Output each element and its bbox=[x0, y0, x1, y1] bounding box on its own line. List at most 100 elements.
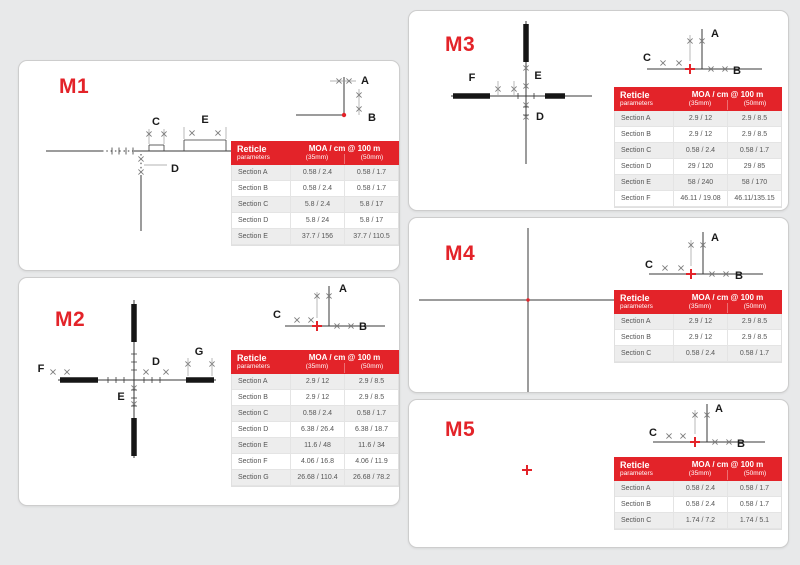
table-row: Section B 2.9 / 12 2.9 / 8.5 bbox=[232, 389, 398, 406]
table-row: Section B 2.9 / 12 2.9 / 8.5 bbox=[615, 329, 781, 346]
header-moa-label: MOA / cm @ 100 m bbox=[691, 460, 764, 469]
m4-letter-b: B bbox=[735, 270, 743, 282]
value-50mm: 2.9 / 8.5 bbox=[727, 329, 781, 345]
value-35mm: 2.9 / 12 bbox=[673, 313, 727, 329]
section-name: Section C bbox=[238, 200, 269, 208]
section-name: Section F bbox=[238, 457, 268, 465]
value-50mm: 4.06 / 11.9 bbox=[344, 453, 398, 469]
m3-letter-b: B bbox=[733, 65, 741, 77]
value-50mm: 11.6 / 34 bbox=[344, 437, 398, 453]
value-35mm: 2.9 / 12 bbox=[290, 389, 344, 405]
value-35mm: 0.58 / 2.4 bbox=[290, 405, 344, 421]
section-name: Section B bbox=[238, 184, 268, 192]
m2-letter-b: B bbox=[359, 321, 367, 333]
m3-letter-f: F bbox=[469, 72, 476, 84]
section-name: Section B bbox=[621, 130, 651, 138]
value-50mm: 0.58 / 1.7 bbox=[727, 345, 781, 361]
section-name: Section D bbox=[238, 216, 269, 224]
value-50mm: 1.74 / 5.1 bbox=[727, 512, 781, 528]
header-reticle-label: Reticle bbox=[620, 460, 650, 470]
value-35mm: 2.9 / 12 bbox=[290, 373, 344, 389]
table-header: Reticle parameters MOA / cm @ 100 m (35m… bbox=[231, 350, 399, 374]
value-35mm: 0.58 / 2.4 bbox=[290, 180, 344, 196]
table-row: Section B 0.58 / 2.4 0.58 / 1.7 bbox=[615, 496, 781, 513]
header-reticle-label: Reticle bbox=[620, 293, 650, 303]
table-row: Section E 37.7 / 156 37.7 / 110.5 bbox=[232, 228, 398, 245]
m4-red-dot bbox=[526, 298, 530, 302]
value-35mm: 5.8 / 24 bbox=[290, 212, 344, 228]
m1-reticle-table: Reticle parameters MOA / cm @ 100 m (35m… bbox=[231, 141, 399, 246]
m5-letter-c: C bbox=[649, 427, 657, 439]
value-50mm: 46.11/135.15 bbox=[727, 190, 781, 206]
value-50mm: 6.38 / 18.7 bbox=[344, 421, 398, 437]
section-name: Section E bbox=[238, 441, 268, 449]
value-50mm: 5.8 / 17 bbox=[344, 196, 398, 212]
section-name: Section A bbox=[238, 377, 268, 385]
section-name: Section F bbox=[621, 194, 651, 202]
table-header-left: Reticle parameters bbox=[614, 87, 673, 111]
m2-letter-c: C bbox=[273, 309, 281, 321]
value-50mm: 37.7 / 110.5 bbox=[344, 228, 398, 244]
m5-detail-diagram: A C B bbox=[649, 403, 765, 450]
m2-letter-f: F bbox=[38, 363, 45, 375]
section-name: Section E bbox=[238, 232, 268, 240]
m4-detail-diagram: A C B bbox=[645, 232, 763, 282]
table-header-left: Reticle parameters bbox=[231, 350, 290, 374]
table-row: Section A 0.58 / 2.4 0.58 / 1.7 bbox=[615, 480, 781, 497]
value-50mm: 2.9 / 8.5 bbox=[344, 373, 398, 389]
panel-m4: M4 A C B Reticle parameters MOA / cm @ 1… bbox=[408, 217, 789, 393]
value-50mm: 5.8 / 17 bbox=[344, 212, 398, 228]
header-moa-label: MOA / cm @ 100 m bbox=[308, 144, 381, 153]
section-name: Section B bbox=[621, 500, 651, 508]
table-row: Section C 0.58 / 2.4 0.58 / 1.7 bbox=[615, 142, 781, 159]
table-header-right: MOA / cm @ 100 m (35mm) (50mm) bbox=[290, 350, 399, 374]
m1-reticle-diagram: C E D bbox=[46, 114, 236, 231]
m2-letter-d: D bbox=[152, 356, 160, 368]
header-parameters-label: parameters bbox=[620, 470, 653, 478]
m4-reticle-diagram bbox=[419, 228, 649, 392]
value-50mm: 58 / 170 bbox=[727, 174, 781, 190]
value-35mm: 46.11 / 19.08 bbox=[673, 190, 727, 206]
header-parameters-label: parameters bbox=[620, 303, 653, 311]
value-35mm: 0.58 / 2.4 bbox=[673, 142, 727, 158]
m3-reticle-table: Reticle parameters MOA / cm @ 100 m (35m… bbox=[614, 87, 782, 208]
panel-m5: M5 A C B Reticle parameters MOA / cm @ 1… bbox=[408, 399, 789, 548]
value-50mm: 29 / 85 bbox=[727, 158, 781, 174]
value-35mm: 0.58 / 2.4 bbox=[673, 496, 727, 512]
m2-letter-e: E bbox=[117, 391, 124, 403]
header-50mm-label: (50mm) bbox=[727, 303, 782, 313]
m5-red-cross bbox=[521, 464, 533, 476]
table-header-right: MOA / cm @ 100 m (35mm) (50mm) bbox=[290, 141, 399, 165]
value-35mm: 1.74 / 7.2 bbox=[673, 512, 727, 528]
m4-letter-a: A bbox=[711, 232, 719, 244]
m1-letter-e: E bbox=[201, 114, 208, 126]
header-50mm-label: (50mm) bbox=[727, 100, 782, 110]
m4-reticle-table: Reticle parameters MOA / cm @ 100 m (35m… bbox=[614, 290, 782, 363]
value-35mm: 0.58 / 2.4 bbox=[290, 164, 344, 180]
table-row: Section D 5.8 / 24 5.8 / 17 bbox=[232, 212, 398, 229]
table-row: Section E 58 / 240 58 / 170 bbox=[615, 174, 781, 191]
m3-letter-d: D bbox=[536, 111, 544, 123]
m5-red-cross-detail bbox=[689, 436, 701, 448]
m5-reticle-table: Reticle parameters MOA / cm @ 100 m (35m… bbox=[614, 457, 782, 530]
header-moa-label: MOA / cm @ 100 m bbox=[691, 293, 764, 302]
m3-red-cross bbox=[684, 63, 696, 75]
value-35mm: 0.58 / 2.4 bbox=[673, 480, 727, 496]
header-50mm-label: (50mm) bbox=[727, 470, 782, 480]
table-row: Section B 0.58 / 2.4 0.58 / 1.7 bbox=[232, 180, 398, 197]
value-50mm: 2.9 / 8.5 bbox=[727, 313, 781, 329]
section-name: Section A bbox=[238, 168, 268, 176]
m2-letter-a: A bbox=[339, 283, 347, 295]
header-35mm-label: (35mm) bbox=[305, 154, 329, 161]
m1-letter-b: B bbox=[368, 112, 376, 124]
section-name: Section C bbox=[621, 516, 652, 524]
header-reticle-label: Reticle bbox=[237, 144, 267, 154]
m3-reticle-diagram: F E D bbox=[451, 21, 592, 164]
table-row: Section F 4.06 / 16.8 4.06 / 11.9 bbox=[232, 453, 398, 470]
m1-red-dot bbox=[341, 112, 347, 118]
panel-m5-title: M5 bbox=[445, 418, 476, 441]
m3-letter-c: C bbox=[643, 52, 651, 64]
header-parameters-label: parameters bbox=[237, 154, 270, 162]
table-row: Section D 29 / 120 29 / 85 bbox=[615, 158, 781, 175]
table-header: Reticle parameters MOA / cm @ 100 m (35m… bbox=[231, 141, 399, 165]
